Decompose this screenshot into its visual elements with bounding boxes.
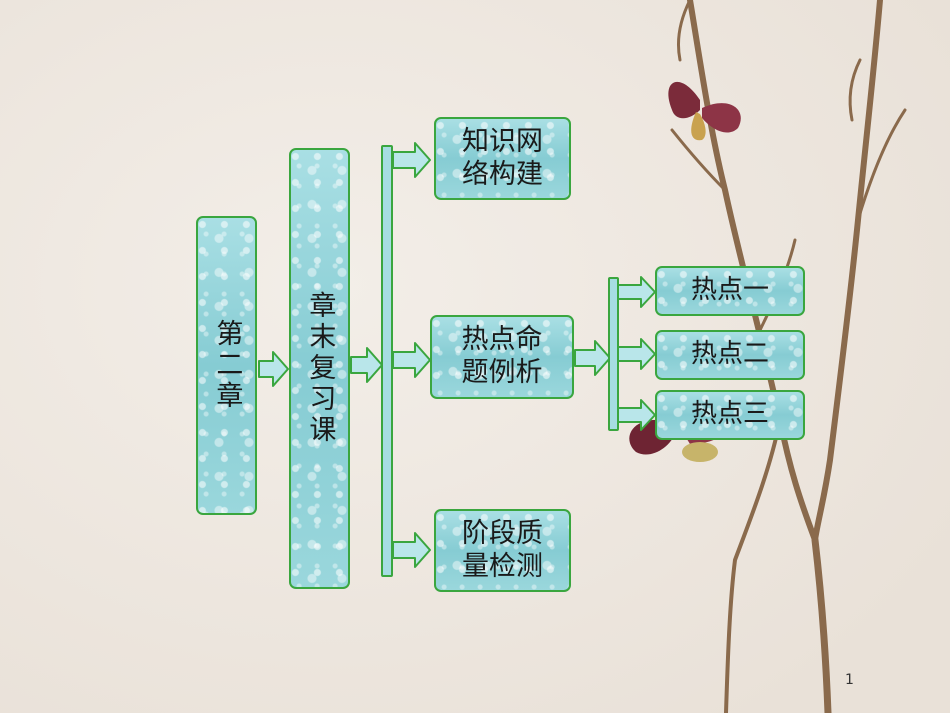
- review-node[interactable]: 章末复习课: [289, 148, 350, 589]
- hot-1-node[interactable]: 热点一: [655, 266, 805, 316]
- hot-1-label: 热点一: [690, 275, 769, 306]
- hot-2-node[interactable]: 热点二: [655, 330, 805, 380]
- review-label: 章末复习课: [304, 291, 336, 446]
- arrow-right-icon: [617, 276, 656, 308]
- hot-2-label: 热点二: [690, 339, 769, 370]
- knowledge-node[interactable]: 知识网 络构建: [434, 117, 571, 200]
- arrow-right-icon: [350, 347, 383, 383]
- chapter-node[interactable]: 第二章: [196, 216, 257, 515]
- chapter-label: 第二章: [211, 319, 243, 412]
- assessment-label: 阶段质 量检测: [462, 517, 543, 582]
- arrow-right-icon: [617, 399, 656, 431]
- arrow-right-icon: [574, 340, 611, 376]
- arrow-right-icon: [392, 142, 431, 178]
- page-number: 1: [845, 672, 854, 688]
- hot-topics-label: 热点命 题例析: [461, 324, 543, 388]
- arrow-right-icon: [392, 342, 431, 378]
- hot-3-label: 热点三: [690, 399, 769, 430]
- butterfly-top-icon: [668, 81, 741, 141]
- hot-topics-node[interactable]: 热点命 题例析: [430, 315, 574, 399]
- hot-3-node[interactable]: 热点三: [655, 390, 805, 440]
- assessment-node[interactable]: 阶段质 量检测: [434, 509, 571, 592]
- arrow-right-icon: [258, 351, 289, 387]
- arrow-right-icon: [617, 338, 656, 370]
- knowledge-label: 知识网 络构建: [462, 125, 543, 190]
- arrow-right-icon: [392, 532, 431, 568]
